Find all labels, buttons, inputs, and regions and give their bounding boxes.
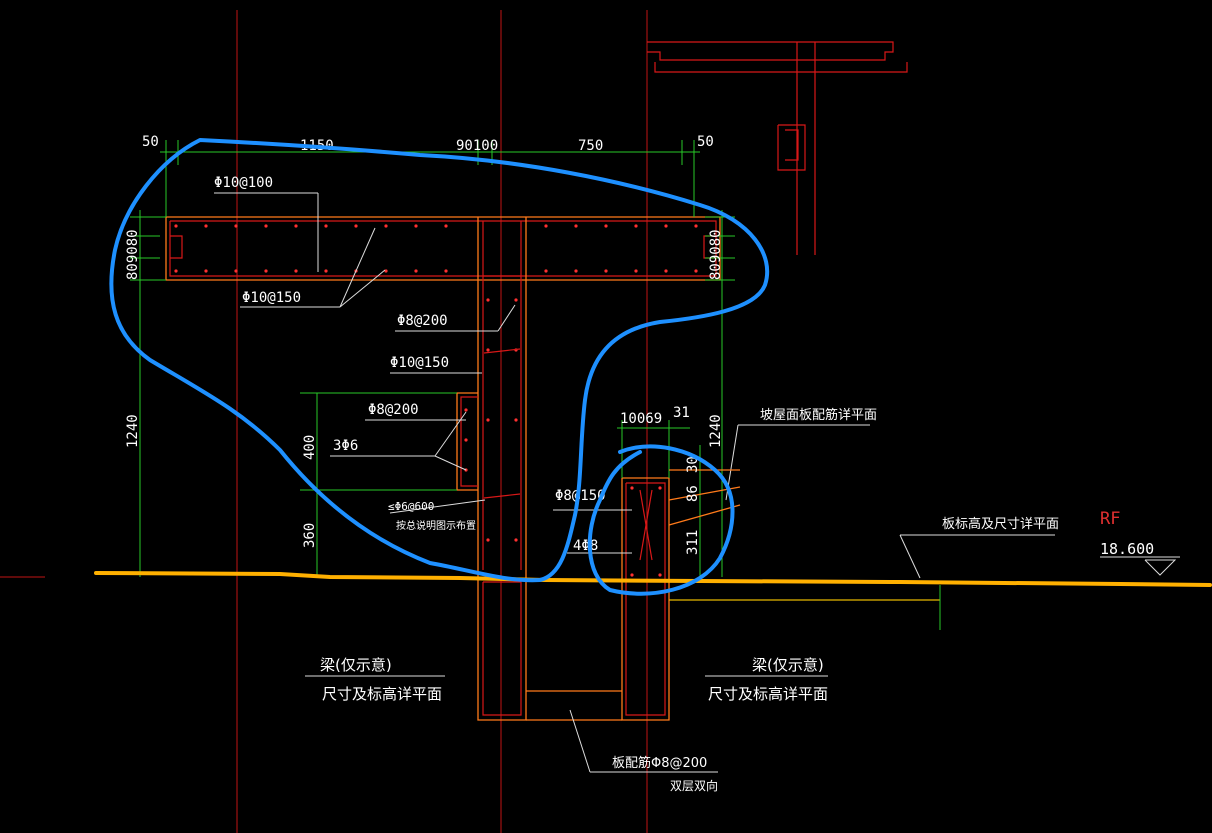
dim-50-right: 50 (697, 134, 714, 150)
label-web-stirrup: Φ8@200 (397, 313, 448, 329)
note-roof-detail: 坡屋面板配筋详平面 (760, 407, 877, 423)
dim-311: 311 (685, 530, 701, 555)
dimension-lines (130, 140, 941, 630)
note-beam-left-2: 尺寸及标高详平面 (322, 685, 442, 703)
note-slab-rebar: 板配筋Φ8@200 (612, 755, 707, 771)
dim-30: 30 (685, 456, 701, 473)
axis-lines (0, 10, 648, 833)
label-slab-bottom: Φ10@150 (242, 290, 301, 306)
dim-1240-left: 1240 (125, 414, 141, 448)
notes-text: 坡屋面板配筋详平面 板标高及尺寸详平面 RF 18.600 梁(仅示意) 尺寸及… (320, 407, 1154, 793)
dim-400: 400 (302, 435, 318, 460)
note-beam-right-1: 梁(仅示意) (752, 656, 824, 674)
rebar-labels: Φ10@100 Φ10@150 Φ8@200 Φ10@150 Φ8@200 3Φ… (214, 175, 606, 554)
label-web-long: Φ10@150 (390, 355, 449, 371)
dim-86: 86 (685, 485, 701, 502)
dim-360: 360 (302, 523, 318, 548)
dim-809080-right: 809080 (708, 229, 724, 280)
label-top-slab: Φ10@100 (214, 175, 273, 191)
level-value: 18.600 (1100, 540, 1154, 558)
dim-90100: 90100 (456, 138, 498, 154)
dim-750: 750 (578, 138, 603, 154)
rf-level-highlight (94, 571, 1212, 587)
note-beam-left-1: 梁(仅示意) (320, 656, 392, 674)
markup-loop-large (109, 138, 770, 583)
note-slab-rebar-2: 双层双向 (670, 778, 718, 793)
dimension-text: 50 1150 90100 750 50 809080 809080 1240 … (125, 134, 724, 555)
label-small-stirrup: Φ8@150 (555, 488, 606, 504)
label-block-bars: 3Φ6 (333, 438, 358, 454)
dim-809080-left: 809080 (125, 229, 141, 280)
top-right-section (647, 41, 908, 255)
note-beam-right-2: 尺寸及标高详平面 (708, 685, 828, 703)
leader-lines (214, 192, 1180, 773)
stirrup-hooks (483, 348, 653, 561)
note-slab-elev: 板标高及尺寸详平面 (942, 516, 1059, 532)
section-outline (165, 216, 940, 721)
markup-loop-small (587, 444, 735, 596)
dim-1240-right: 1240 (708, 414, 724, 448)
label-tie-note: 按总说明图示布置 (396, 519, 476, 532)
dim-31: 31 (673, 405, 690, 421)
label-tie-bars: ≤Φ6@600 (388, 500, 434, 513)
dim-50-left: 50 (142, 134, 159, 150)
label-block-stirrup: Φ8@200 (368, 402, 419, 418)
label-small-bars: 4Φ8 (573, 538, 598, 554)
level-name: RF (1100, 509, 1120, 529)
dim-10069: 10069 (620, 411, 662, 427)
